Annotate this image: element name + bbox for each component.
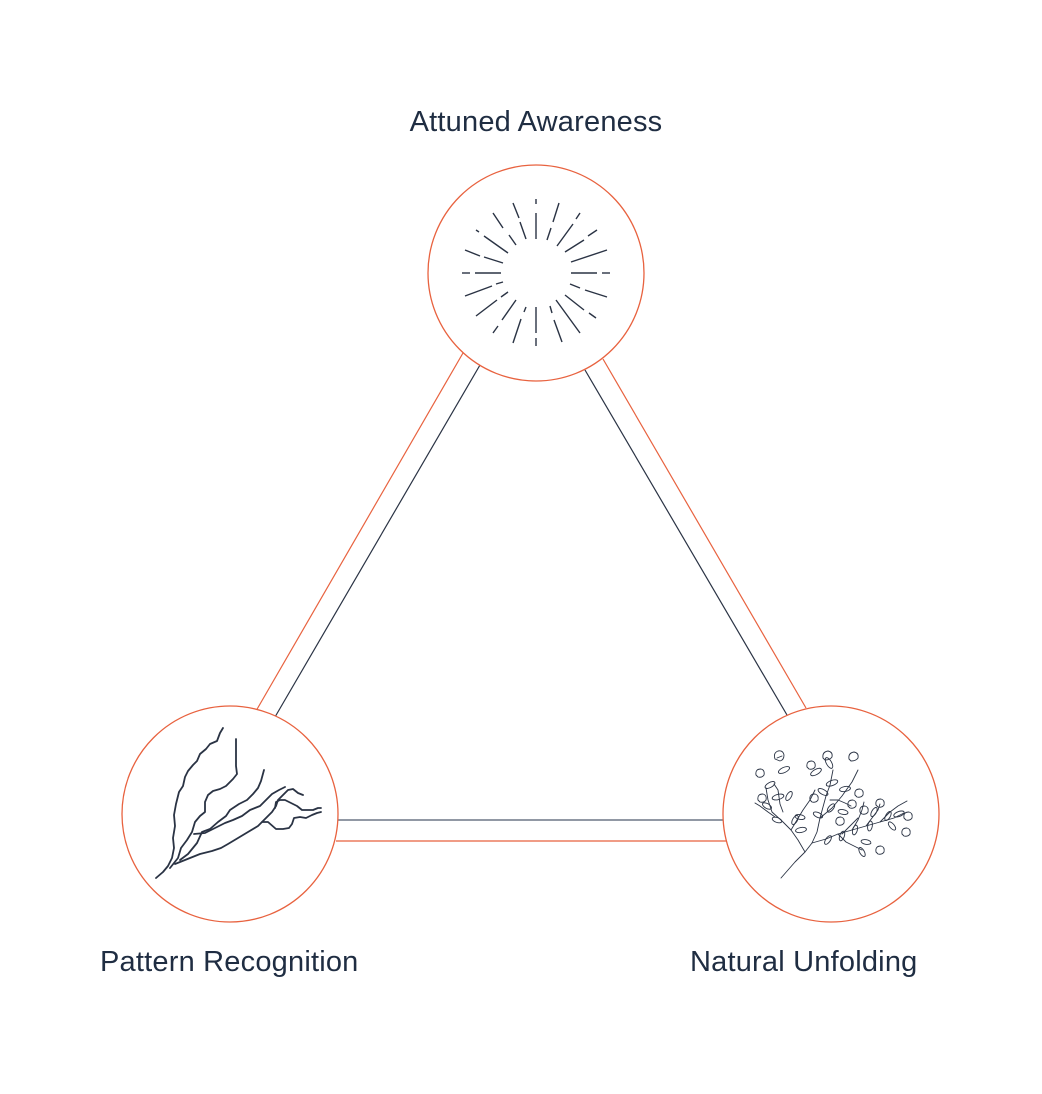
- node-attuned-awareness: [427, 164, 645, 382]
- flowering-branch-icon: [754, 750, 913, 879]
- node-natural-unfolding: [722, 705, 940, 923]
- label-attuned-awareness: Attuned Awareness: [409, 106, 663, 138]
- label-pattern-recognition: Pattern Recognition: [100, 946, 359, 978]
- edge-top-right: [584, 358, 807, 716]
- edge-top-left: [255, 352, 481, 718]
- sunburst-icon: [462, 199, 610, 346]
- node-pattern-recognition: [121, 705, 339, 923]
- label-natural-unfolding: Natural Unfolding: [690, 946, 918, 978]
- river-branches-icon: [155, 727, 322, 879]
- edge-left-right: [336, 819, 726, 842]
